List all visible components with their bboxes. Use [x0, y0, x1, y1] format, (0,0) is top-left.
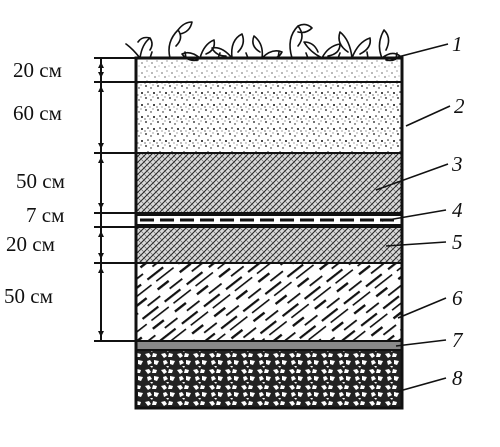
dimension-label-layer-5: 20 см	[6, 232, 55, 256]
layer-1-topsoil	[136, 58, 402, 82]
layer-8-gravel	[136, 350, 402, 408]
dimension-label-layer-2: 60 см	[13, 101, 62, 125]
layer-2-soil	[136, 82, 402, 153]
layer-7	[136, 341, 402, 350]
dimension-label-layer-1: 20 см	[13, 58, 62, 82]
dimension-label-layer-4: 7 см	[26, 203, 65, 227]
layer-number-1: 1	[452, 32, 463, 56]
dimension-line	[94, 57, 136, 342]
layer-3	[136, 153, 402, 213]
layer-number-8: 8	[452, 366, 463, 390]
layer-6	[136, 263, 402, 341]
dimension-arrows	[98, 62, 104, 337]
layer-number-3: 3	[452, 152, 463, 176]
layer-number-4: 4	[452, 198, 463, 222]
layer-5	[136, 227, 402, 263]
layer-number-5: 5	[452, 230, 463, 254]
layer-number-7: 7	[452, 328, 463, 352]
grass-plants	[125, 21, 401, 62]
leader-lines	[375, 43, 451, 393]
dimension-label-layer-3: 50 см	[16, 169, 65, 193]
layer-boundaries	[136, 81, 402, 351]
layer-number-2: 2	[454, 94, 465, 118]
layer-number-6: 6	[452, 286, 463, 310]
dimension-label-layer-6: 50 см	[4, 284, 53, 308]
